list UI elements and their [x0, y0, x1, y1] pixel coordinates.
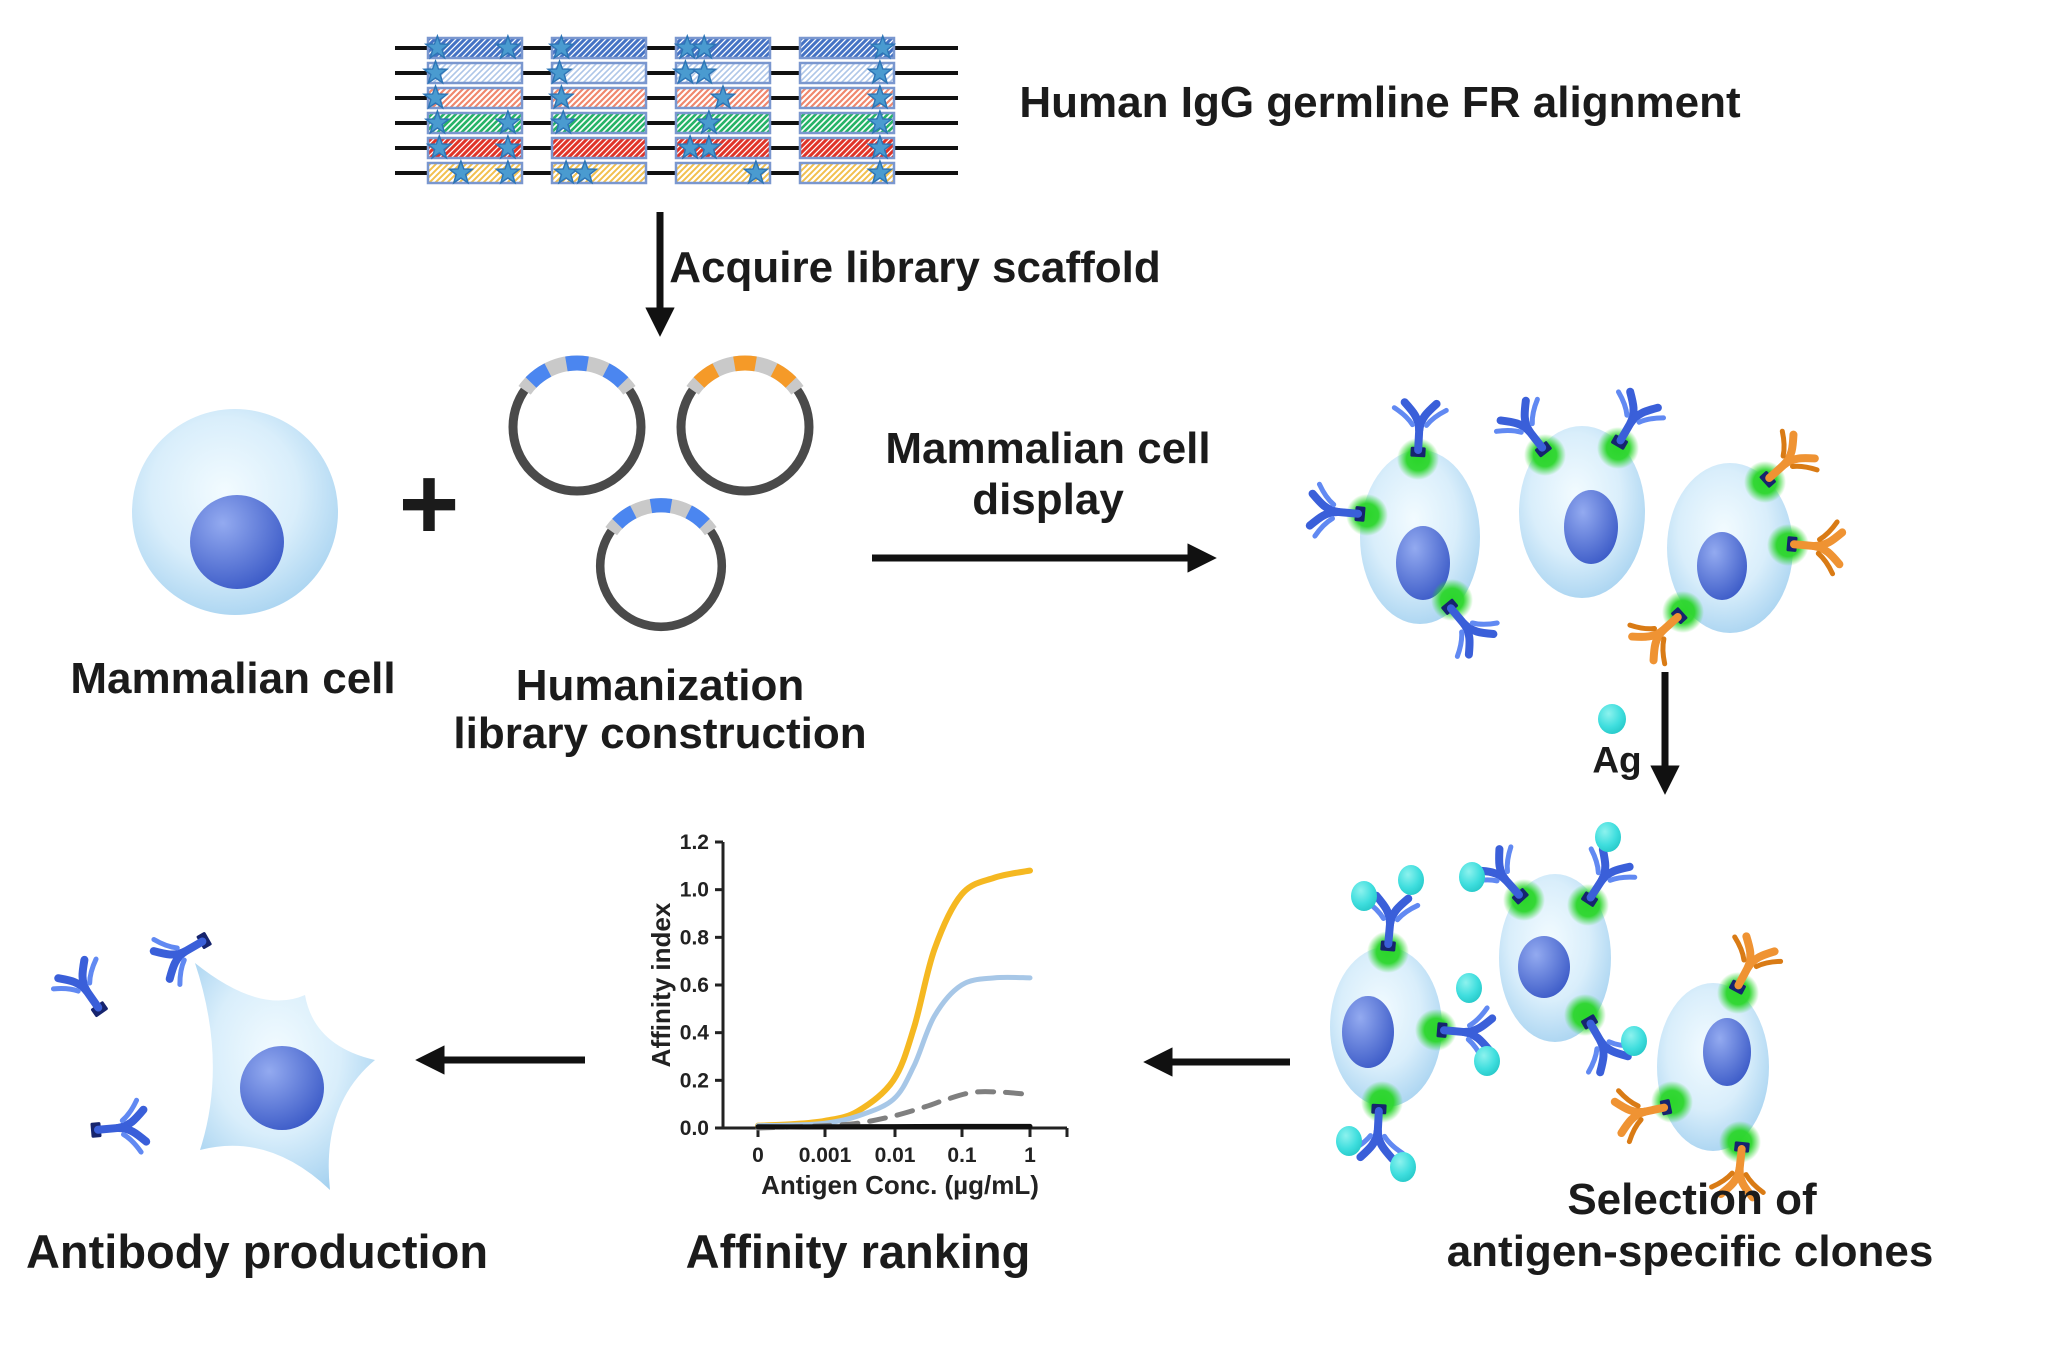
- membrane-spot: [1415, 1009, 1457, 1051]
- y-tick-label: 1.2: [680, 831, 709, 854]
- fr-segment-box: [550, 161, 648, 185]
- fr-segment-box: [550, 136, 648, 160]
- alignment-title: Human IgG germline FR alignment: [1019, 77, 1741, 127]
- fr-segment-box: [798, 61, 896, 85]
- membrane-spot: [1564, 994, 1606, 1036]
- antibody-production-label: Antibody production: [25, 1225, 489, 1279]
- antigen-dot: [1621, 1026, 1647, 1056]
- humanization-label-line2: library construction: [453, 708, 867, 758]
- production-cell-figure: [50, 915, 375, 1190]
- antigen-dots: [1336, 822, 1647, 1182]
- membrane-spot: [1346, 494, 1388, 536]
- acquire-scaffold-label: Acquire library scaffold: [669, 242, 1161, 292]
- y-tick-label: 0.6: [680, 974, 709, 997]
- fr-segment-box: [798, 161, 896, 185]
- display-label-line2: display: [972, 474, 1124, 524]
- y-tick-label: 0.0: [680, 1117, 709, 1140]
- chart-series-gray-dashed-curve-low-affinity: [755, 1089, 1033, 1131]
- fr-segment-box: [426, 36, 524, 60]
- fr-segment-box: [550, 36, 648, 60]
- cell-nucleus: [1518, 936, 1570, 998]
- antigen-dot: [1595, 822, 1621, 852]
- antigen-dot: [1456, 973, 1482, 1003]
- plasmid-orange: [681, 363, 809, 491]
- chart-series-black-baseline: [755, 1123, 1033, 1130]
- fr-segment-box: [674, 161, 772, 185]
- membrane-spot: [1651, 1081, 1693, 1123]
- y-axis-label: Affinity index: [646, 902, 676, 1067]
- ag-label: Ag: [1592, 739, 1642, 781]
- membrane-spot: [1367, 931, 1409, 973]
- plasmid-library-figure: [513, 363, 809, 627]
- cell-nucleus: [190, 495, 284, 589]
- fr-segment-box: [798, 86, 896, 110]
- display-label-line1: Mammalian cell: [885, 423, 1211, 473]
- membrane-spot: [1567, 884, 1609, 926]
- selection-label-line1: Selection of: [1567, 1174, 1817, 1224]
- fr-segment-box: [798, 111, 896, 135]
- display-cell-1: [1309, 402, 1501, 661]
- cell-nucleus: [1342, 996, 1394, 1068]
- x-tick-label: 0: [752, 1144, 764, 1167]
- x-tick-label: 0.001: [799, 1144, 852, 1167]
- fr-alignment-figure: [395, 35, 958, 185]
- selection-label-line2: antigen-specific clones: [1446, 1226, 1934, 1276]
- x-tick-label: 1: [1024, 1144, 1036, 1167]
- cell-nucleus: [1564, 490, 1618, 564]
- plasmid-blue-2: [600, 505, 722, 627]
- x-axis-label: Antigen Conc. (µg/mL): [761, 1170, 1039, 1200]
- y-tick-label: 0.2: [680, 1069, 709, 1092]
- selection-cell-3: [1613, 932, 1784, 1199]
- fr-segment-box: [798, 36, 896, 60]
- antibody-blue-icon: [50, 954, 124, 1028]
- x-tick-label: 0.01: [875, 1144, 916, 1167]
- cell-nucleus: [1703, 1018, 1751, 1086]
- antigen-dot: [1474, 1046, 1500, 1076]
- display-cell-3: [1625, 427, 1843, 668]
- affinity-ranking-label: Affinity ranking: [685, 1225, 1031, 1279]
- cell-nucleus: [1396, 526, 1450, 600]
- fr-segment-box: [550, 86, 648, 110]
- chart-series-yellow-curve-high-affinity: [755, 867, 1033, 1129]
- fr-segment-box: [550, 111, 648, 135]
- mammalian-cell-label: Mammalian cell: [70, 653, 396, 703]
- antigen-dot: [1351, 881, 1377, 911]
- antigen-dot: [1459, 862, 1485, 892]
- membrane-spot: [1524, 434, 1566, 476]
- selection-cell-2: [1468, 842, 1638, 1077]
- fr-segment-box: [426, 111, 524, 135]
- membrane-spot: [1597, 427, 1639, 469]
- antigen-dot: [1398, 865, 1424, 895]
- y-tick-label: 0.8: [680, 926, 710, 949]
- display-cells-figure: [1309, 387, 1843, 668]
- plasmid-blue-1: [513, 363, 641, 491]
- y-tick-label: 1.0: [680, 879, 709, 902]
- fr-segment-box: [798, 136, 896, 160]
- humanization-label-line1: Humanization: [515, 660, 805, 710]
- fr-segment-box: [426, 136, 524, 160]
- antibody-blue-icon: [89, 1100, 147, 1157]
- chart-series-blue-curve-medium-affinity: [755, 974, 1033, 1129]
- plus-sign: +: [398, 445, 460, 562]
- affinity-chart: 0.0 0.2 0.4 0.6 0.8 1.0 1.2 0 0.001 0.01 0.1 1Antig…: [646, 831, 1069, 1200]
- fr-segment-box: [674, 136, 772, 160]
- selection-cell-1: [1330, 895, 1493, 1159]
- x-tick-label: 0.1: [947, 1144, 977, 1167]
- antigen-dot: [1390, 1152, 1416, 1182]
- display-cell-2: [1493, 387, 1667, 598]
- antigen-dot: [1336, 1126, 1362, 1156]
- cell-nucleus: [240, 1046, 324, 1130]
- antigen-intro-dot: [1598, 704, 1626, 734]
- y-tick-label: 0.4: [680, 1022, 710, 1045]
- mammalian-cell-figure: [132, 409, 338, 615]
- fr-segment-box: [426, 161, 524, 185]
- selection-cells-figure: [1330, 822, 1783, 1198]
- fr-segment-box: [674, 111, 772, 135]
- cell-nucleus: [1697, 532, 1747, 600]
- membrane-spot: [1397, 438, 1439, 480]
